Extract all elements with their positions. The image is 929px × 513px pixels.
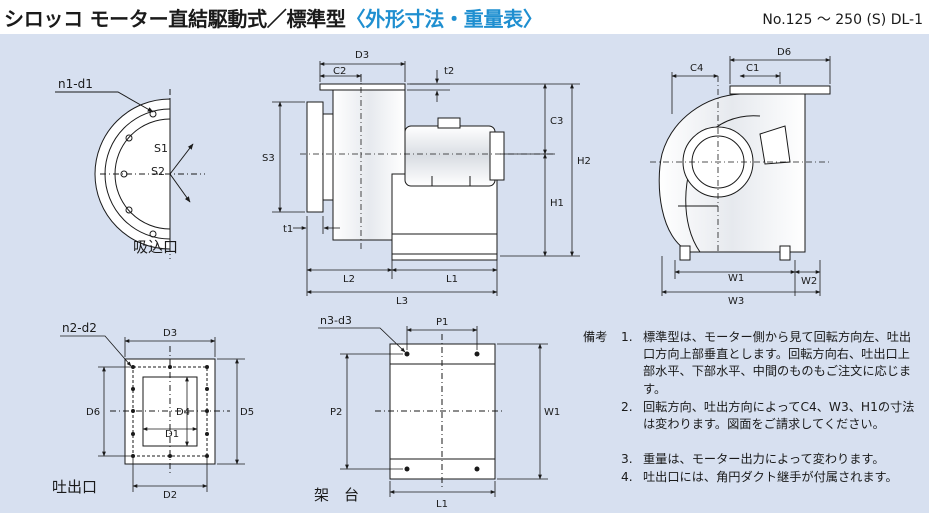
label-t1: t1 <box>283 224 293 235</box>
label-l1-side: L1 <box>446 274 458 285</box>
terminal-box <box>437 117 461 129</box>
label-l3: L3 <box>396 296 408 307</box>
bolt-hole-icon <box>474 351 480 357</box>
bolt-hole-icon <box>125 134 133 142</box>
note-item: 1.標準型は、モーター側から見て回転方向左、吐出口方向上部垂直とします。回転方向… <box>621 330 912 396</box>
label-d6-outlet: D6 <box>86 407 100 418</box>
label-d3-side: D3 <box>355 50 369 61</box>
bolt-hole-icon <box>404 466 410 472</box>
label-n1-d1: n1-d1 <box>58 77 93 91</box>
label-d1: D1 <box>165 429 179 440</box>
label-p2: P2 <box>330 407 342 418</box>
page-title: シロッコ モーター直結駆動式／標準型〈外形寸法・重量表〉 <box>4 3 543 32</box>
label-l1-base: L1 <box>436 499 448 510</box>
motor-body <box>404 125 496 187</box>
front-dimensions <box>650 56 831 296</box>
caption-base: 架 台 <box>314 486 359 504</box>
inlet-flange-side <box>306 101 324 213</box>
label-s3: S3 <box>262 153 275 164</box>
label-h1: H1 <box>550 198 564 209</box>
base-dimensions <box>318 326 548 497</box>
base-view <box>375 334 505 489</box>
bolt-hole-icon <box>131 365 135 369</box>
bolt-hole-icon <box>205 409 209 413</box>
caption-outlet: 吐出口 <box>52 478 97 496</box>
label-h2: H2 <box>577 156 591 167</box>
outlet-flange-front <box>729 85 831 95</box>
bolt-hole-icon <box>205 365 209 369</box>
label-d5: D5 <box>240 407 254 418</box>
bolt-hole-icon <box>131 409 135 413</box>
label-t2: t2 <box>444 66 454 77</box>
label-d4: D4 <box>176 407 190 418</box>
label-p1: P1 <box>436 317 448 328</box>
caption-inlet: 吸込口 <box>133 238 178 256</box>
label-c1-front: C1 <box>746 63 759 74</box>
bolt-hole-icon <box>168 454 172 458</box>
side-view <box>306 83 505 261</box>
label-c3: C3 <box>550 116 563 127</box>
leader-n1 <box>55 91 154 113</box>
label-s2: S2 <box>151 165 165 178</box>
label-d6-front: D6 <box>777 47 791 58</box>
label-n2-d2: n2-d2 <box>62 321 97 335</box>
motor-end-cap <box>489 131 505 181</box>
bolt-hole-icon <box>205 432 209 436</box>
bolt-hole-icon <box>149 230 157 238</box>
base-plate <box>391 233 498 255</box>
label-w1-base: W1 <box>544 407 560 418</box>
inlet-collar <box>322 113 334 201</box>
outlet-bolt-holes <box>131 365 209 458</box>
bolt-hole-icon <box>131 454 135 458</box>
label-c2: C2 <box>333 66 346 77</box>
label-w2: W2 <box>801 276 817 287</box>
dim-line-s2 <box>169 173 191 203</box>
outlet-view <box>110 346 230 474</box>
bolt-hole-icon <box>125 206 133 214</box>
dim-line-s1 <box>169 143 194 175</box>
label-w1-front: W1 <box>728 273 744 284</box>
side-dimensions <box>272 61 580 296</box>
inlet-view <box>55 89 205 259</box>
front-view <box>658 85 831 261</box>
notes-label: 備考 <box>583 330 608 344</box>
label-c4: C4 <box>690 63 703 74</box>
label-d2: D2 <box>163 490 177 501</box>
bolt-hole-icon <box>131 432 135 436</box>
outlet-dimensions <box>60 335 245 492</box>
leader-n3 <box>318 327 406 353</box>
label-w3: W3 <box>728 296 744 307</box>
drawing-panel: n1-d1 S1 S2 吸込口 <box>0 34 929 513</box>
model-number: No.125 ～ 250 (S) DL-1 <box>762 12 923 28</box>
title-main: シロッコ モーター直結駆動式／標準型 <box>4 7 346 31</box>
header: シロッコ モーター直結駆動式／標準型〈外形寸法・重量表〉 No.125 ～ 25… <box>0 0 929 34</box>
bolt-hole-icon <box>205 387 209 391</box>
label-s1: S1 <box>154 142 168 155</box>
title-highlight: 〈外形寸法・重量表〉 <box>345 7 543 31</box>
label-d3-outlet: D3 <box>163 328 177 339</box>
bolt-hole-icon <box>474 466 480 472</box>
technical-drawing: n1-d1 S1 S2 吸込口 <box>52 47 831 510</box>
bolt-hole-icon <box>168 365 172 369</box>
label-n3-d3: n3-d3 <box>320 314 352 327</box>
inlet-flange <box>94 98 171 250</box>
bolt-hole-icon <box>404 351 410 357</box>
note-item: 2.回転方向、吐出方向によってC4、W3、H1の寸法は変わります。図面をご請求し… <box>621 400 915 432</box>
note-item: 4.吐出口には、角円ダクト継手が付属されます。 <box>621 470 898 484</box>
note-item: 3.重量は、モーター出力によって変わります。 <box>621 452 885 466</box>
outlet-flange-side <box>319 83 406 91</box>
bolt-hole-icon <box>205 454 209 458</box>
leader-n2 <box>60 335 132 367</box>
bolt-hole-icon <box>131 387 135 391</box>
label-l2: L2 <box>343 274 355 285</box>
